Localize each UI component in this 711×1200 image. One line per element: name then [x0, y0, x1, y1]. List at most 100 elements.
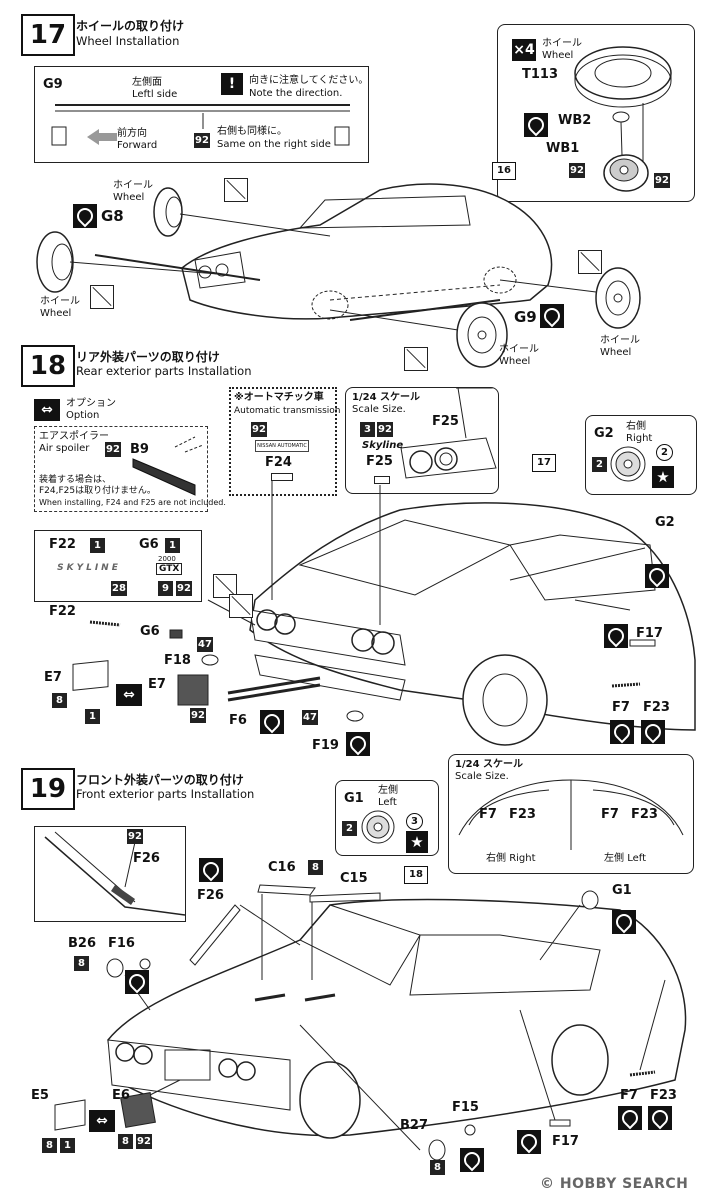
num-47-a: 47	[197, 637, 213, 652]
star-icon-2: ★	[406, 831, 428, 853]
glue-icon-f23	[641, 720, 665, 744]
pillar-detail-box: 92 F26	[34, 826, 186, 922]
step-19-ref: 18	[404, 866, 428, 884]
front-scale-box: 1/24 スケール Scale Size. F7 F23 F7 F23 右側 R…	[448, 754, 694, 874]
rear-scale-num-b: 92	[377, 422, 393, 437]
wheel-label-4-jp: ホイール	[600, 335, 640, 346]
wb1-part: WB1	[546, 141, 580, 156]
emblem-num-92: 92	[176, 581, 192, 596]
emblem-num-28: 28	[111, 581, 127, 596]
rear-scale-en: Scale Size.	[352, 404, 406, 415]
g9-glue-number: 92	[194, 133, 210, 148]
f19-part: F19	[312, 738, 339, 753]
tire-drawing	[574, 46, 672, 192]
num-8-e: 8	[430, 1160, 445, 1175]
g2-box-en: Right	[626, 433, 653, 444]
wheel-num-a: 92	[569, 163, 585, 178]
glue-icon-f7-b	[618, 1106, 642, 1130]
emblem-g6: G6	[139, 537, 159, 552]
wb2-part: WB2	[558, 113, 592, 128]
step-19-number: 19	[21, 768, 75, 810]
num-47-b: 47	[302, 710, 318, 725]
g9-box-part: G9	[43, 77, 63, 92]
f15-part: F15	[452, 1100, 479, 1115]
step-18-ref: 17	[532, 454, 556, 472]
no-glue-icon-4	[404, 347, 428, 371]
step-18-title-jp: リア外装パーツの取り付け	[76, 350, 220, 364]
spoiler-note-jp-2: F24,F25は取り付けません。	[39, 486, 156, 496]
g2-detail-box: G2 右側 Right 2 2 ★	[585, 415, 697, 495]
e7-part-b: E7	[148, 677, 166, 692]
skyline-emblem: SKYLINE	[57, 563, 121, 573]
scale-f7-a: F7	[479, 807, 497, 822]
g1-box-circ: 3	[406, 813, 423, 830]
f6-part: F6	[229, 713, 247, 728]
g1-box-num: 2	[342, 821, 357, 836]
wheel-label-2-jp: ホイール	[40, 296, 80, 307]
no-glue-icon-3	[578, 250, 602, 274]
e7-part-a: E7	[44, 670, 62, 685]
rear-scale-script: Skyline	[362, 440, 404, 451]
g1-box-part: G1	[344, 791, 364, 806]
spoiler-part: B9	[130, 442, 149, 457]
automatic-badge: NISSAN AUTOMATIC	[255, 440, 309, 452]
g8-part: G8	[101, 207, 124, 225]
g2-part: G2	[655, 515, 675, 530]
g9-side-jp: 左側面	[132, 77, 162, 88]
e6-part: E6	[112, 1088, 130, 1103]
b26-part: B26	[68, 936, 96, 951]
wheel-num-b: 92	[654, 173, 670, 188]
f26-part-b: F26	[197, 888, 224, 903]
glue-icon-f17-b	[517, 1130, 541, 1154]
option-icon: ⇔	[34, 399, 60, 421]
g2-box-jp: 右側	[626, 421, 646, 432]
num-8: 8	[52, 693, 67, 708]
g9-note-en: Note the direction.	[249, 88, 343, 99]
emblem-g6-num: 1	[165, 538, 180, 553]
f17-part-b: F17	[552, 1134, 579, 1149]
step-17-title-en: Wheel Installation	[76, 34, 180, 48]
automatic-jp: ※オートマチック車	[234, 392, 324, 403]
wheel-label-2-en: Wheel	[40, 308, 72, 319]
wheel-label-3-jp: ホイール	[499, 344, 539, 355]
g1-part: G1	[612, 883, 632, 898]
emblem-f22-num: 1	[90, 538, 105, 553]
scale-right-label: 右側 Right	[486, 853, 536, 864]
num-1-b: 1	[60, 1138, 75, 1153]
g6-part: G6	[140, 624, 160, 639]
b27-part: B27	[400, 1118, 428, 1133]
num-1: 1	[85, 709, 100, 724]
scale-f23-b: F23	[631, 807, 658, 822]
wheel-box-en: Wheel	[542, 50, 574, 61]
automatic-en: Automatic transmission	[234, 406, 341, 416]
num-8-a: 8	[308, 860, 323, 875]
g2-box-part: G2	[594, 426, 614, 441]
step-18-title-en: Rear exterior parts Installation	[76, 364, 252, 378]
scale-f7-b: F7	[601, 807, 619, 822]
spoiler-en: Air spoiler	[39, 443, 90, 454]
glue-icon-f23-b	[648, 1106, 672, 1130]
g9-part: G9	[514, 308, 537, 326]
spoiler-drawing	[132, 436, 204, 496]
f26-part-a: F26	[133, 851, 160, 866]
g2-wheel-cap-drawing	[610, 446, 646, 482]
forward-en: Forward	[117, 140, 158, 151]
glue-icon	[524, 113, 548, 137]
spoiler-jp: エアスポイラー	[39, 431, 109, 442]
rear-scale-jp: 1/24 スケール	[352, 392, 421, 403]
g1-box-jp: 左側	[378, 785, 398, 796]
qty-badge: ×4	[512, 39, 536, 61]
scale-left-label: 左側 Left	[604, 853, 647, 864]
pillar-drawing	[44, 831, 185, 916]
same-side-jp: 右側も同様に。	[217, 126, 287, 137]
num-8-b: 8	[74, 956, 89, 971]
forward-jp: 前方向	[117, 128, 147, 139]
glue-icon-f17	[604, 624, 628, 648]
f25-part-a: F25	[432, 414, 459, 429]
num-92-b: 92	[136, 1134, 152, 1149]
watermark: © HOBBY SEARCH	[540, 1176, 689, 1192]
glue-icon-b27	[460, 1148, 484, 1172]
wheel-assembly-box: ×4 ホイール Wheel T113 WB2 WB1 92 92	[497, 24, 695, 202]
gtx-emblem-top: 2000	[158, 555, 176, 563]
g2-box-circ: 2	[656, 444, 673, 461]
